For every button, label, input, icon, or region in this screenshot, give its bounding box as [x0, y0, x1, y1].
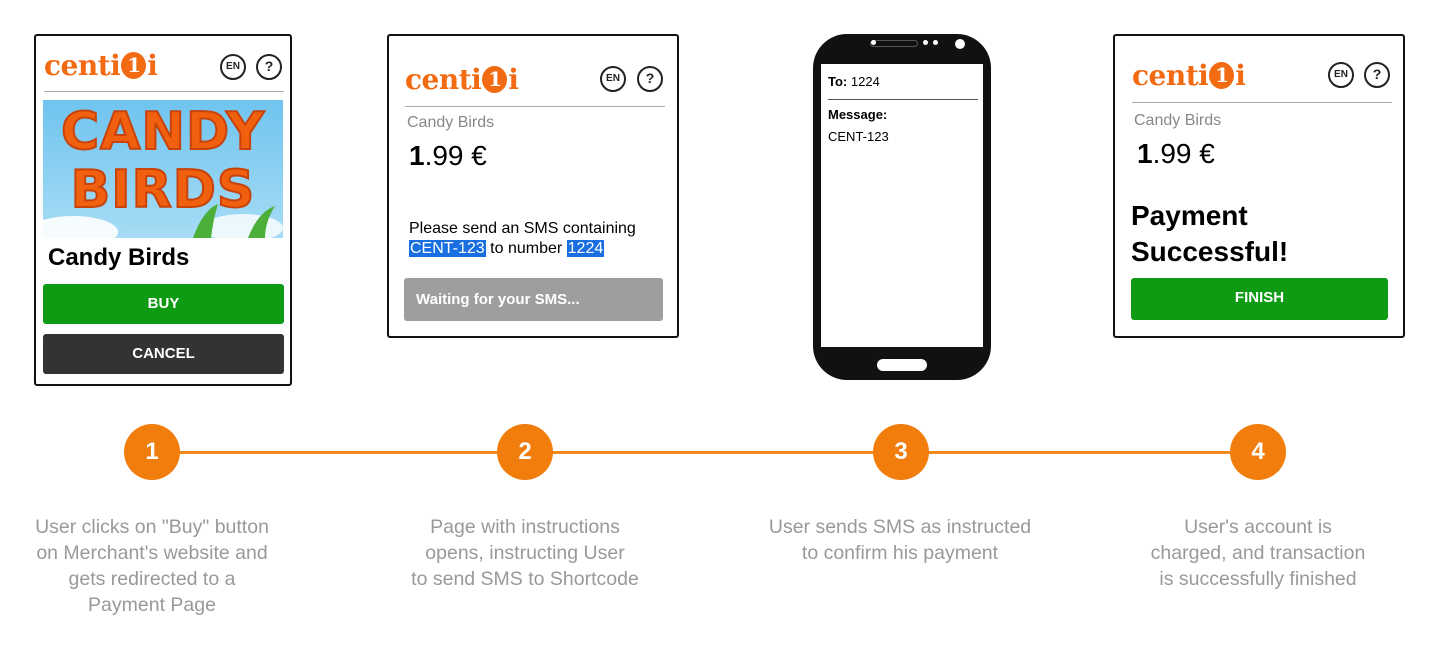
language-button[interactable]: EN: [220, 54, 246, 80]
sms-message-body[interactable]: CENT-123: [828, 129, 889, 144]
price: 1.99 €: [409, 140, 487, 172]
shortcode: 1224: [566, 240, 605, 257]
sms-to-value[interactable]: 1224: [850, 74, 880, 89]
product-banner: CANDY BIRDS: [43, 100, 283, 238]
cancel-button[interactable]: CANCEL: [43, 334, 284, 374]
step-4-circle: 4: [1230, 424, 1286, 480]
price: 1.99 €: [1137, 138, 1215, 170]
sms-divider: [828, 99, 978, 100]
sms-message-label: Message:: [828, 107, 888, 122]
price-rest: .99 €: [1152, 138, 1215, 169]
language-button[interactable]: EN: [1328, 62, 1354, 88]
help-icon[interactable]: ?: [256, 54, 282, 80]
header-divider: [405, 106, 665, 107]
header-divider: [44, 91, 284, 92]
product-name: Candy Birds: [407, 114, 495, 131]
step-2-circle: 2: [497, 424, 553, 480]
success-line-2: Successful!: [1131, 236, 1289, 267]
product-name: Candy Birds: [1134, 112, 1222, 129]
help-icon[interactable]: ?: [637, 66, 663, 92]
phone-front-camera: [955, 39, 965, 49]
buy-button[interactable]: BUY: [43, 284, 284, 324]
phone-device: To: 1224 Message: CENT-123: [813, 34, 991, 380]
success-line-1: Payment: [1131, 200, 1248, 231]
sms-instructions: Please send an SMS containing CENT-123 t…: [409, 219, 679, 259]
waiting-sms-button: Waiting for your SMS...: [404, 278, 663, 321]
phone-speaker: [871, 41, 917, 46]
header-divider: [1132, 102, 1392, 103]
language-button[interactable]: EN: [600, 66, 626, 92]
price-whole: 1: [409, 140, 425, 171]
phone-screen: To: 1224 Message: CENT-123: [821, 64, 983, 347]
instructions-to-number: to number: [490, 240, 563, 257]
instructions-text: Please send an SMS containing: [409, 220, 636, 237]
sms-code: CENT-123: [409, 240, 486, 257]
help-icon[interactable]: ?: [1364, 62, 1390, 88]
banner-title-candy: CANDY: [60, 101, 265, 163]
finish-button[interactable]: FINISH: [1131, 278, 1388, 320]
price-rest: .99 €: [424, 140, 487, 171]
phone-home-button[interactable]: [877, 359, 927, 371]
price-whole: 1: [1137, 138, 1153, 169]
sms-to-label: To:: [828, 74, 848, 89]
product-title: Candy Birds: [48, 244, 190, 271]
payment-success-message: Payment Successful!: [1131, 198, 1288, 270]
step-1-circle: 1: [124, 424, 180, 480]
sms-to-row: To: 1224: [828, 74, 880, 89]
step-3-circle: 3: [873, 424, 929, 480]
banner-title-birds: BIRDS: [70, 159, 256, 221]
phone-camera-dots: [871, 39, 938, 47]
step-connector-line: [152, 451, 1258, 454]
